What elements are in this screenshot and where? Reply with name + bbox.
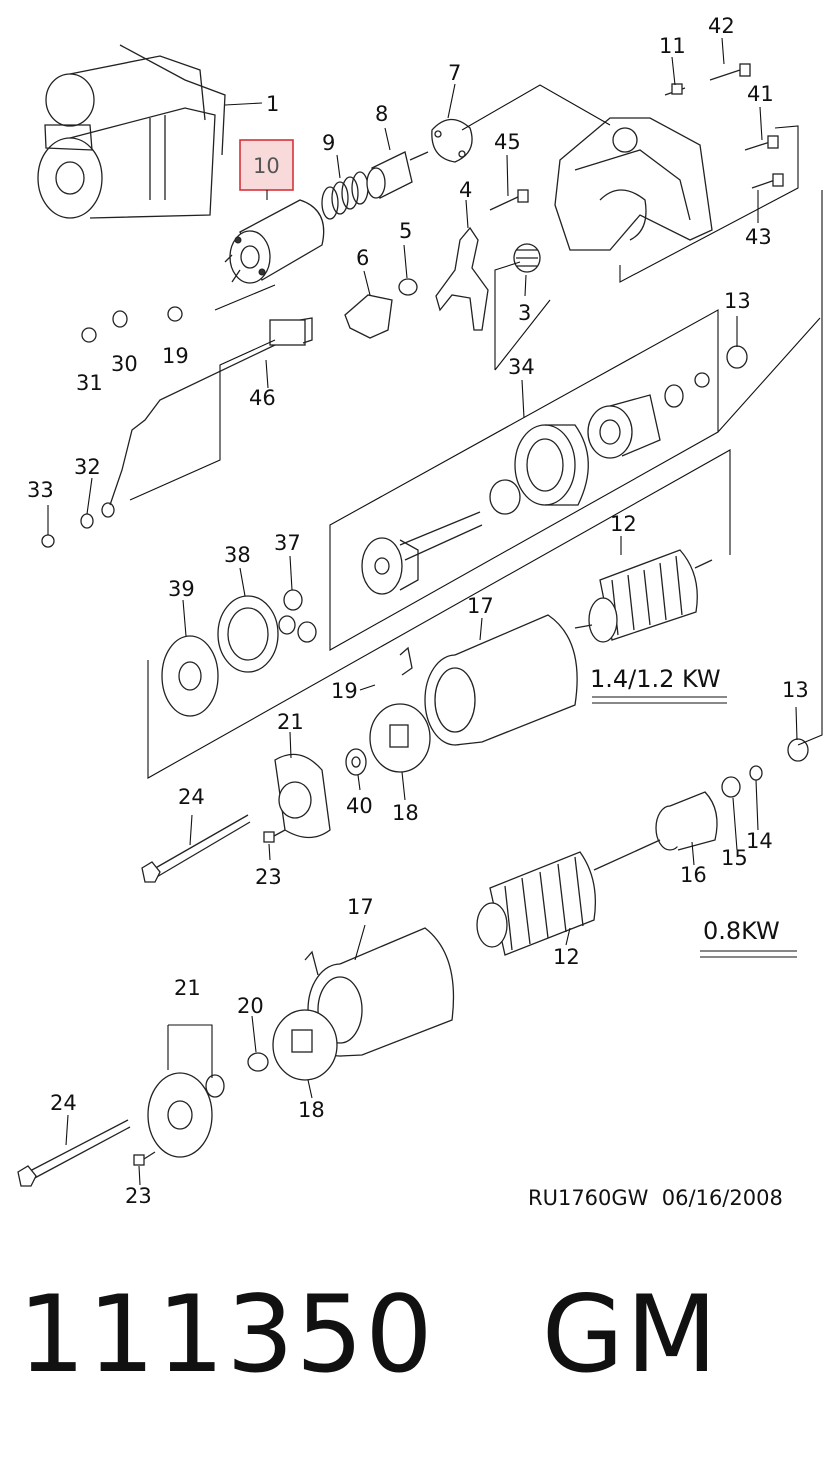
callout-21-upper: 21 xyxy=(277,710,304,734)
drawing-reference: RU1760GW 06/16/2008 xyxy=(528,1186,783,1210)
callout-3: 3 xyxy=(518,301,531,325)
spring-illustration xyxy=(321,171,369,220)
output-shaft-illustration xyxy=(361,511,483,595)
commutator-end-frame-upper-illustration xyxy=(274,753,331,839)
callout-41: 41 xyxy=(747,82,774,106)
variant-label-high-power: 1.4/1.2 KW xyxy=(590,665,727,704)
variant-label-low-text: 0.8KW xyxy=(703,917,780,945)
bolts-top-right-illustration xyxy=(489,63,784,211)
callout-23-upper: 23 xyxy=(255,865,282,889)
callout-9: 9 xyxy=(322,131,335,155)
shift-fork-illustration xyxy=(435,226,489,331)
callout-24-upper: 24 xyxy=(178,785,205,809)
small-hardware-left-illustration xyxy=(41,306,183,548)
callout-46: 46 xyxy=(249,386,276,410)
needle-bearing-illustration xyxy=(513,243,541,273)
callout-6: 6 xyxy=(356,246,369,270)
callout-19-upper: 19 xyxy=(162,344,189,368)
callout-45: 45 xyxy=(494,130,521,154)
callout-8: 8 xyxy=(375,102,388,126)
leader-lines xyxy=(47,37,798,1186)
callout-24-lower: 24 xyxy=(50,1091,77,1115)
callout-16: 16 xyxy=(680,863,707,887)
callout-15: 15 xyxy=(721,846,748,870)
callout-11: 11 xyxy=(659,34,686,58)
callout-7: 7 xyxy=(448,61,461,85)
through-bolt-upper-illustration xyxy=(141,814,251,883)
callout-17-lower: 17 xyxy=(347,895,374,919)
armature-lower-illustration xyxy=(476,839,661,956)
planetary-ring-gear-illustration xyxy=(489,424,589,515)
callout-38: 38 xyxy=(224,543,251,567)
callout-5: 5 xyxy=(399,219,412,243)
callout-37: 37 xyxy=(274,531,301,555)
brand-name: GM xyxy=(541,1273,720,1396)
connector-cable-illustration xyxy=(109,317,313,506)
callout-21-lower: 21 xyxy=(174,976,201,1000)
pinion-drive-illustration xyxy=(587,345,748,459)
variant-label-high-text: 1.4/1.2 KW xyxy=(590,665,721,693)
plunger-illustration xyxy=(366,151,429,199)
callout-30: 30 xyxy=(111,352,138,376)
callout-31: 31 xyxy=(76,371,103,395)
variant-label-low-power: 0.8KW xyxy=(700,917,797,958)
commutator-end-frame-lower-illustration xyxy=(147,1072,225,1158)
yoke-lower-illustration xyxy=(304,927,455,1057)
callout-23-lower: 23 xyxy=(125,1184,152,1208)
callout-13-lower: 13 xyxy=(782,678,809,702)
through-bolt-lower-illustration xyxy=(17,1119,131,1187)
callout-10: 10 xyxy=(253,154,280,178)
washer-20-illustration xyxy=(247,1052,269,1072)
callout-32: 32 xyxy=(74,455,101,479)
solenoid-illustration xyxy=(224,199,325,284)
screw-23-upper-illustration xyxy=(263,829,286,843)
pinion-drive-lower-illustration xyxy=(655,738,809,851)
starter-assembly-illustration xyxy=(37,44,226,219)
callout-40: 40 xyxy=(346,794,373,818)
washer-5-illustration xyxy=(398,278,418,296)
callout-19-lower: 19 xyxy=(331,679,358,703)
bearing-40-illustration xyxy=(345,748,367,776)
seal-illustration xyxy=(344,294,393,339)
gasket-illustration xyxy=(431,118,473,163)
callout-17-upper: 17 xyxy=(467,594,494,618)
brush-holder-lower-illustration xyxy=(272,1009,338,1081)
callout-14: 14 xyxy=(746,829,773,853)
callout-18-lower: 18 xyxy=(298,1098,325,1122)
group-outline-lines xyxy=(129,125,823,779)
callout-33: 33 xyxy=(27,478,54,502)
part-number: 111350 xyxy=(18,1273,435,1396)
callout-13-upper: 13 xyxy=(724,289,751,313)
callout-4: 4 xyxy=(459,178,472,202)
callout-12-upper: 12 xyxy=(610,512,637,536)
part-number-footer: 111350 GM xyxy=(18,1282,719,1388)
brush-holder-upper-illustration xyxy=(369,646,431,773)
armature-upper-illustration xyxy=(574,549,713,643)
drive-end-housing-illustration xyxy=(554,117,713,251)
callout-12-lower: 12 xyxy=(553,945,580,969)
callout-labels: 1 10 9 8 7 45 11 42 41 43 4 5 6 3 13 30 … xyxy=(27,14,809,1208)
planet-gears-illustration xyxy=(278,589,317,643)
yoke-upper-illustration xyxy=(424,614,578,746)
gear-ring-illustration xyxy=(217,595,279,673)
callout-43: 43 xyxy=(745,225,772,249)
screw-23-lower-illustration xyxy=(133,1151,156,1166)
callout-1: 1 xyxy=(266,92,279,116)
callout-20: 20 xyxy=(237,994,264,1018)
intermediate-plate-illustration xyxy=(161,635,219,717)
callout-18-upper: 18 xyxy=(392,801,419,825)
callout-34: 34 xyxy=(508,355,535,379)
callout-39: 39 xyxy=(168,577,195,601)
callout-42: 42 xyxy=(708,14,735,38)
